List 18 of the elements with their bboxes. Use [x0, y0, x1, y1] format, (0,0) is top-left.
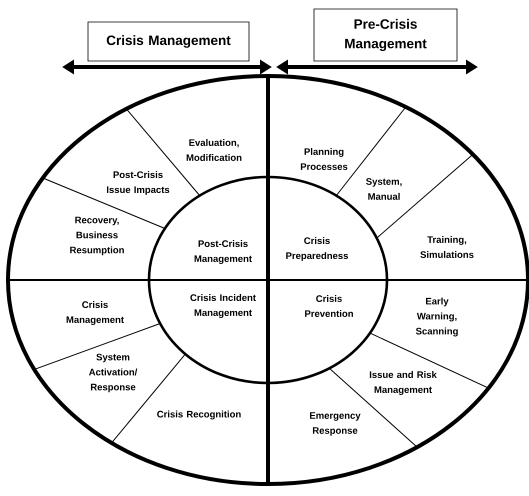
- quadrant-label: Post-Crisis Management: [194, 240, 252, 264]
- segment-label: Post-Crisis Issue Impacts: [106, 171, 170, 195]
- segment-label: Evaluation, Modification: [186, 139, 242, 161]
- segment-label: Emergency Response: [310, 412, 361, 436]
- quadrant-label: Crisis Incident Management: [190, 294, 256, 318]
- segment-label: Issue and Risk Management: [370, 371, 437, 395]
- segment-label: Recovery, Business Resumption: [70, 216, 124, 256]
- segment-label: System Activation/ Response: [88, 354, 138, 392]
- quadrant-label: Crisis Prevention: [305, 295, 353, 317]
- segment-label: System, Manual: [366, 178, 402, 200]
- label-box: Crisis Management: [88, 22, 250, 62]
- segment-label: Crisis Recognition: [157, 410, 241, 420]
- segment-label: Training, Simulations: [420, 236, 474, 258]
- segment-label: Planning Processes: [300, 148, 348, 170]
- quadrant-label: Crisis Preparedness: [286, 237, 348, 261]
- segment-label: Early Warning, Scanning: [416, 298, 458, 336]
- label-box: Pre-Crisis Management: [314, 8, 458, 62]
- segment-label: Crisis Management: [66, 301, 124, 325]
